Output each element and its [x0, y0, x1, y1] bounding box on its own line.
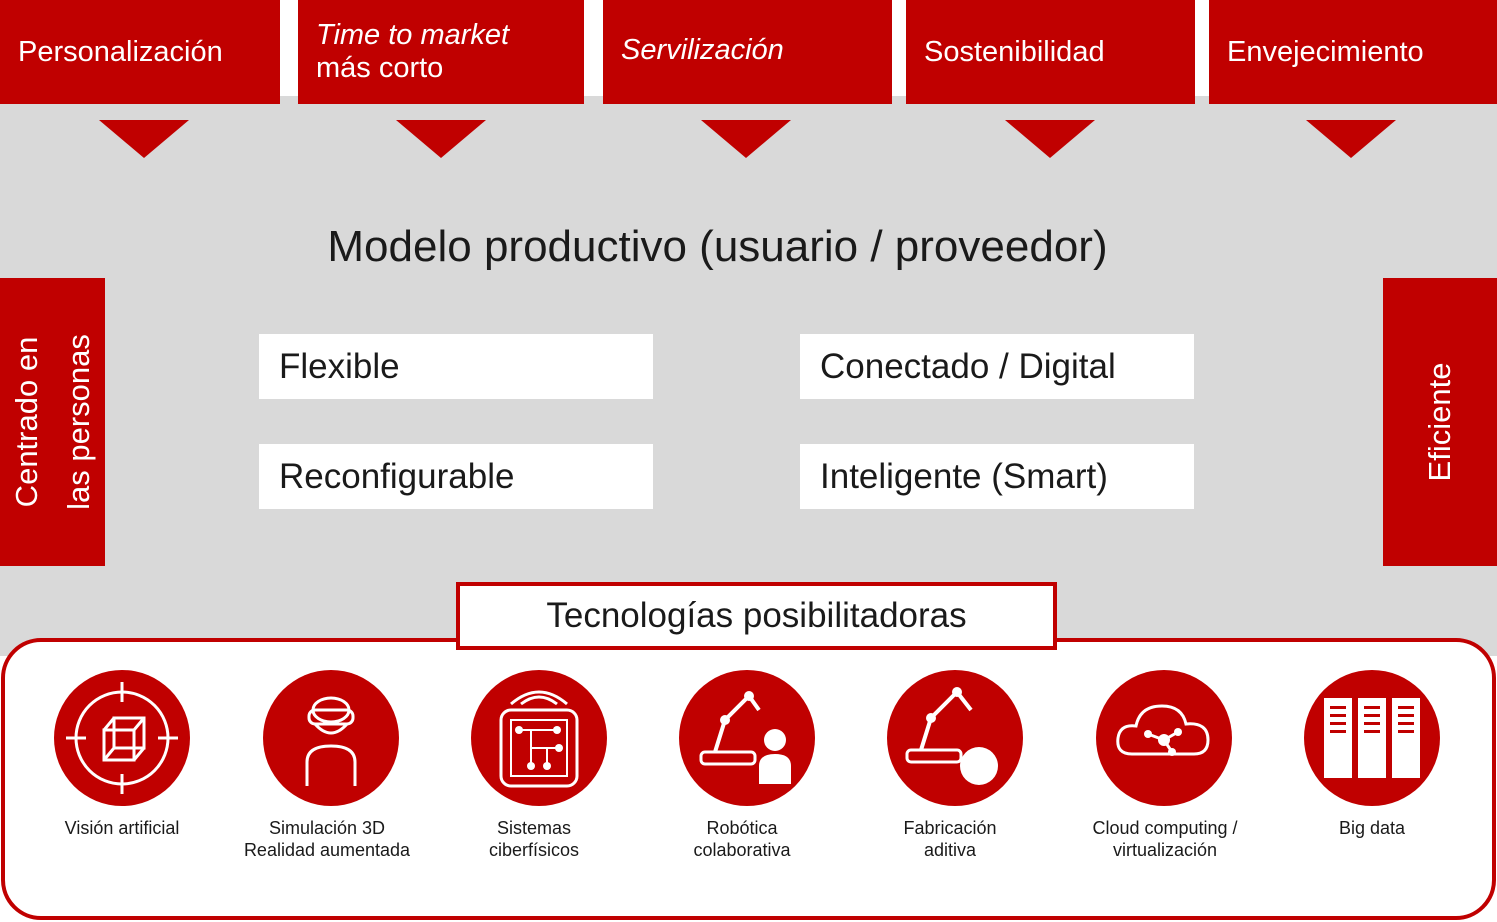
cloud-network-icon — [1096, 670, 1232, 806]
collaborative-robot-icon — [679, 670, 815, 806]
side-label-right: Eficiente — [1422, 362, 1457, 482]
circuit-chip-icon — [471, 670, 607, 806]
down-arrow-icon — [99, 120, 189, 158]
tech-label-sistemas: Sistemas ciberfísicos — [429, 817, 639, 861]
tech-label-line: Fabricación — [903, 818, 997, 838]
tech-label-line: virtualización — [1112, 840, 1218, 860]
driver-label: Personalización — [18, 35, 223, 68]
tech-label-fabricacion: Fabricación aditiva — [845, 817, 1055, 861]
driver-time-to-market: Time to market más corto — [298, 0, 584, 104]
tech-label-robotica: Robótica colaborativa — [637, 817, 847, 861]
tech-label-line: Sistemas — [496, 818, 572, 838]
tech-label-line: Simulación 3D — [268, 818, 386, 838]
tech-label-line: ciberfísicos — [488, 840, 580, 860]
tech-label-line: aditiva — [923, 840, 977, 860]
tech-label-line: Robótica — [706, 818, 778, 838]
down-arrow-icon — [1306, 120, 1396, 158]
driver-envejecimiento: Envejecimiento — [1209, 0, 1497, 104]
down-arrow-icon — [1005, 120, 1095, 158]
down-arrow-icon — [701, 120, 791, 158]
side-label-left: Centrado en las personas — [1, 334, 105, 510]
tech-label-vision: Visión artificial — [17, 817, 227, 839]
side-label-line: Centrado en — [8, 336, 44, 508]
tech-label-line: Big data — [1338, 818, 1406, 838]
driver-servilizacion: Servilización — [603, 0, 892, 104]
tech-label-line: colaborativa — [693, 840, 791, 860]
attribute-inteligente: Inteligente (Smart) — [800, 444, 1194, 509]
driver-label: Envejecimiento — [1227, 35, 1424, 68]
tech-label-simulacion: Simulación 3D Realidad aumentada — [222, 817, 432, 861]
additive-robot-icon — [887, 670, 1023, 806]
side-label-line: las personas — [60, 334, 96, 510]
tech-label-line: Visión artificial — [64, 818, 180, 838]
driver-label: Sostenibilidad — [924, 35, 1105, 68]
attribute-flexible: Flexible — [259, 334, 653, 399]
driver-label: más corto — [316, 52, 444, 84]
side-eficiente: Eficiente — [1383, 278, 1497, 566]
driver-personalizacion: Personalización — [0, 0, 280, 104]
vision-icon — [54, 670, 190, 806]
down-arrow-icon — [396, 120, 486, 158]
vr-headset-icon — [263, 670, 399, 806]
driver-sostenibilidad: Sostenibilidad — [906, 0, 1195, 104]
driver-label: Time to market — [316, 19, 510, 51]
model-background — [0, 96, 1497, 656]
tech-label-line: Realidad aumentada — [243, 840, 411, 860]
model-title: Modelo productivo (usuario / proveedor) — [327, 222, 1108, 271]
driver-label: Servilización — [621, 34, 784, 66]
attribute-conectado: Conectado / Digital — [800, 334, 1194, 399]
server-racks-icon — [1304, 670, 1440, 806]
tech-label-bigdata: Big data — [1267, 817, 1477, 839]
attribute-reconfigurable: Reconfigurable — [259, 444, 653, 509]
tech-label-cloud: Cloud computing / virtualización — [1060, 817, 1270, 861]
tech-label-line: Cloud computing / — [1092, 818, 1238, 838]
technologies-header: Tecnologías posibilitadoras — [456, 582, 1057, 650]
side-centrado-personas: Centrado en las personas — [0, 278, 105, 566]
